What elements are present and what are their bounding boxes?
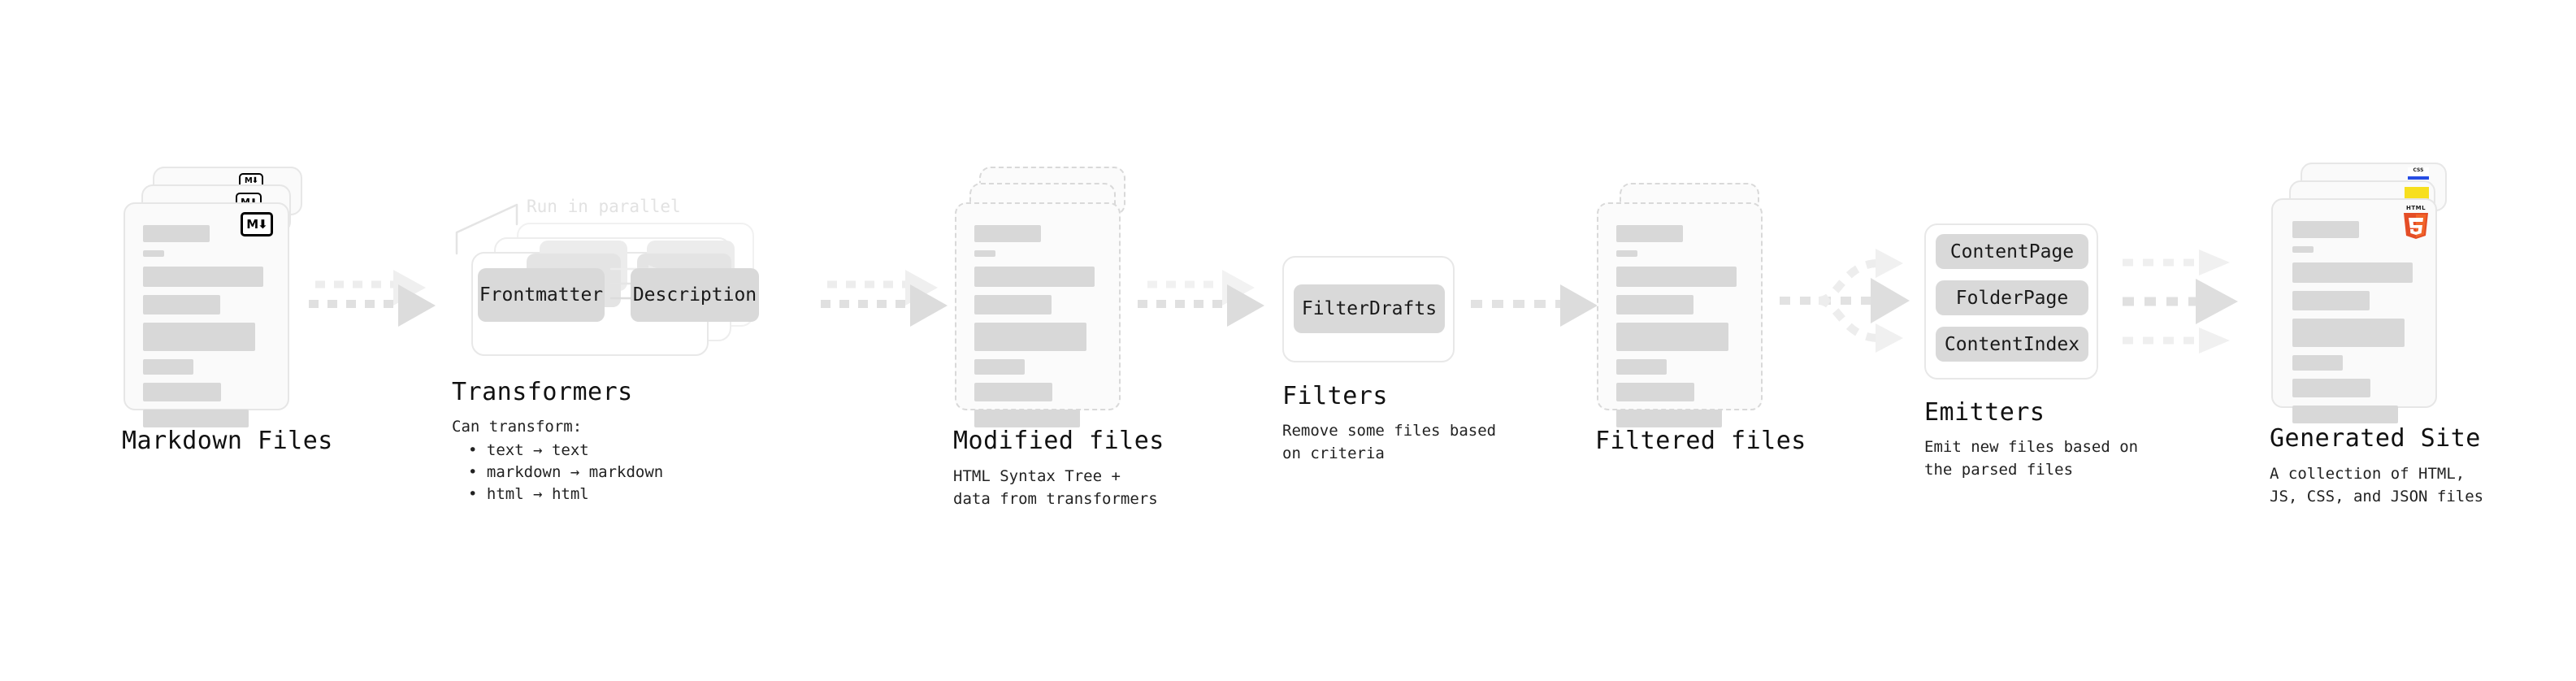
stage-generated-site: CSS HTML <box>2270 163 2483 505</box>
markdown-files-title: Markdown Files <box>122 427 333 455</box>
filters-title: Filters <box>1282 382 1388 410</box>
css-icon-label: CSS <box>2408 167 2429 180</box>
transformers-bullet-2: • html → html <box>468 485 589 503</box>
arrow-filters-to-filtered <box>1471 268 1625 341</box>
modified-files-subtitle: HTML Syntax Tree + data from transformer… <box>953 467 1158 508</box>
arrow-emitters-to-site <box>2123 232 2269 370</box>
transformers-bullet-1: • markdown → markdown <box>468 463 664 481</box>
filtered-files-title: Filtered files <box>1595 427 1806 455</box>
transformers-title: Transformers <box>452 378 633 406</box>
html5-icon: HTML <box>2400 203 2432 239</box>
emitters-chip-folderpage-label: FolderPage <box>1955 287 2069 309</box>
modified-files-title: Modified files <box>953 427 1164 455</box>
filters-subtitle: Remove some files based on criteria <box>1282 422 1497 462</box>
arrow-modified-to-filters <box>1138 268 1292 341</box>
generated-site-content-lines <box>2292 221 2422 432</box>
markdown-card-stack: M⬇ M⬇ M⬇ <box>124 167 302 427</box>
filtered-content-lines <box>1616 225 1746 436</box>
arrow-transformers-to-modified <box>821 268 975 341</box>
emitters-chip-contentindex-label: ContentIndex <box>1944 333 2080 355</box>
transformer-chip-frontmatter-label: Frontmatter <box>479 284 604 306</box>
modified-content-lines <box>974 225 1104 436</box>
emitters-subtitle: Emit new files based on the parsed files <box>1924 438 2139 479</box>
transformers-subtitle-lead: Can transform: <box>452 418 583 436</box>
filtered-card-stack <box>1597 183 1776 427</box>
stage-markdown-files: M⬇ M⬇ M⬇ Markdown Files <box>122 167 332 455</box>
filters-chip-filterdrafts[interactable]: FilterDrafts <box>1294 284 1445 333</box>
generated-site-title: Generated Site <box>2270 424 2481 453</box>
run-in-parallel-bracket <box>455 203 518 255</box>
emitters-chip-contentindex[interactable]: ContentIndex <box>1936 327 2088 362</box>
filters-chip-filterdrafts-label: FilterDrafts <box>1301 298 1438 319</box>
stage-filtered-files: Filtered files <box>1595 183 1806 455</box>
run-in-parallel-label: Run in parallel <box>527 197 681 216</box>
emitters-chip-contentpage[interactable]: ContentPage <box>1936 234 2088 269</box>
transformer-chip-frontmatter[interactable]: Frontmatter <box>478 268 605 322</box>
emitters-title: Emitters <box>1924 398 2045 427</box>
generated-site-card-stack: CSS HTML <box>2271 163 2458 423</box>
markdown-icon: M⬇ <box>241 212 273 236</box>
transformer-chip-description[interactable]: Description <box>631 268 759 322</box>
stage-modified-files: Modified files HTML Syntax Tree + data f… <box>953 167 1164 508</box>
generated-site-subtitle: A collection of HTML, JS, CSS, and JSON … <box>2270 465 2484 505</box>
markdown-content-lines <box>143 225 273 436</box>
transformer-chip-description-label: Description <box>632 284 757 306</box>
arrow-markdown-to-transformers <box>309 268 463 341</box>
transformers-bullet-0: • text → text <box>468 441 589 459</box>
modified-card-stack <box>955 167 1134 427</box>
emitters-chip-contentpage-label: ContentPage <box>1949 241 2075 262</box>
arrow-filtered-to-emitters <box>1780 236 1918 366</box>
emitters-chip-folderpage[interactable]: FolderPage <box>1936 280 2088 315</box>
svg-text:HTML: HTML <box>2406 205 2426 211</box>
css-icon: CSS <box>2408 167 2429 180</box>
